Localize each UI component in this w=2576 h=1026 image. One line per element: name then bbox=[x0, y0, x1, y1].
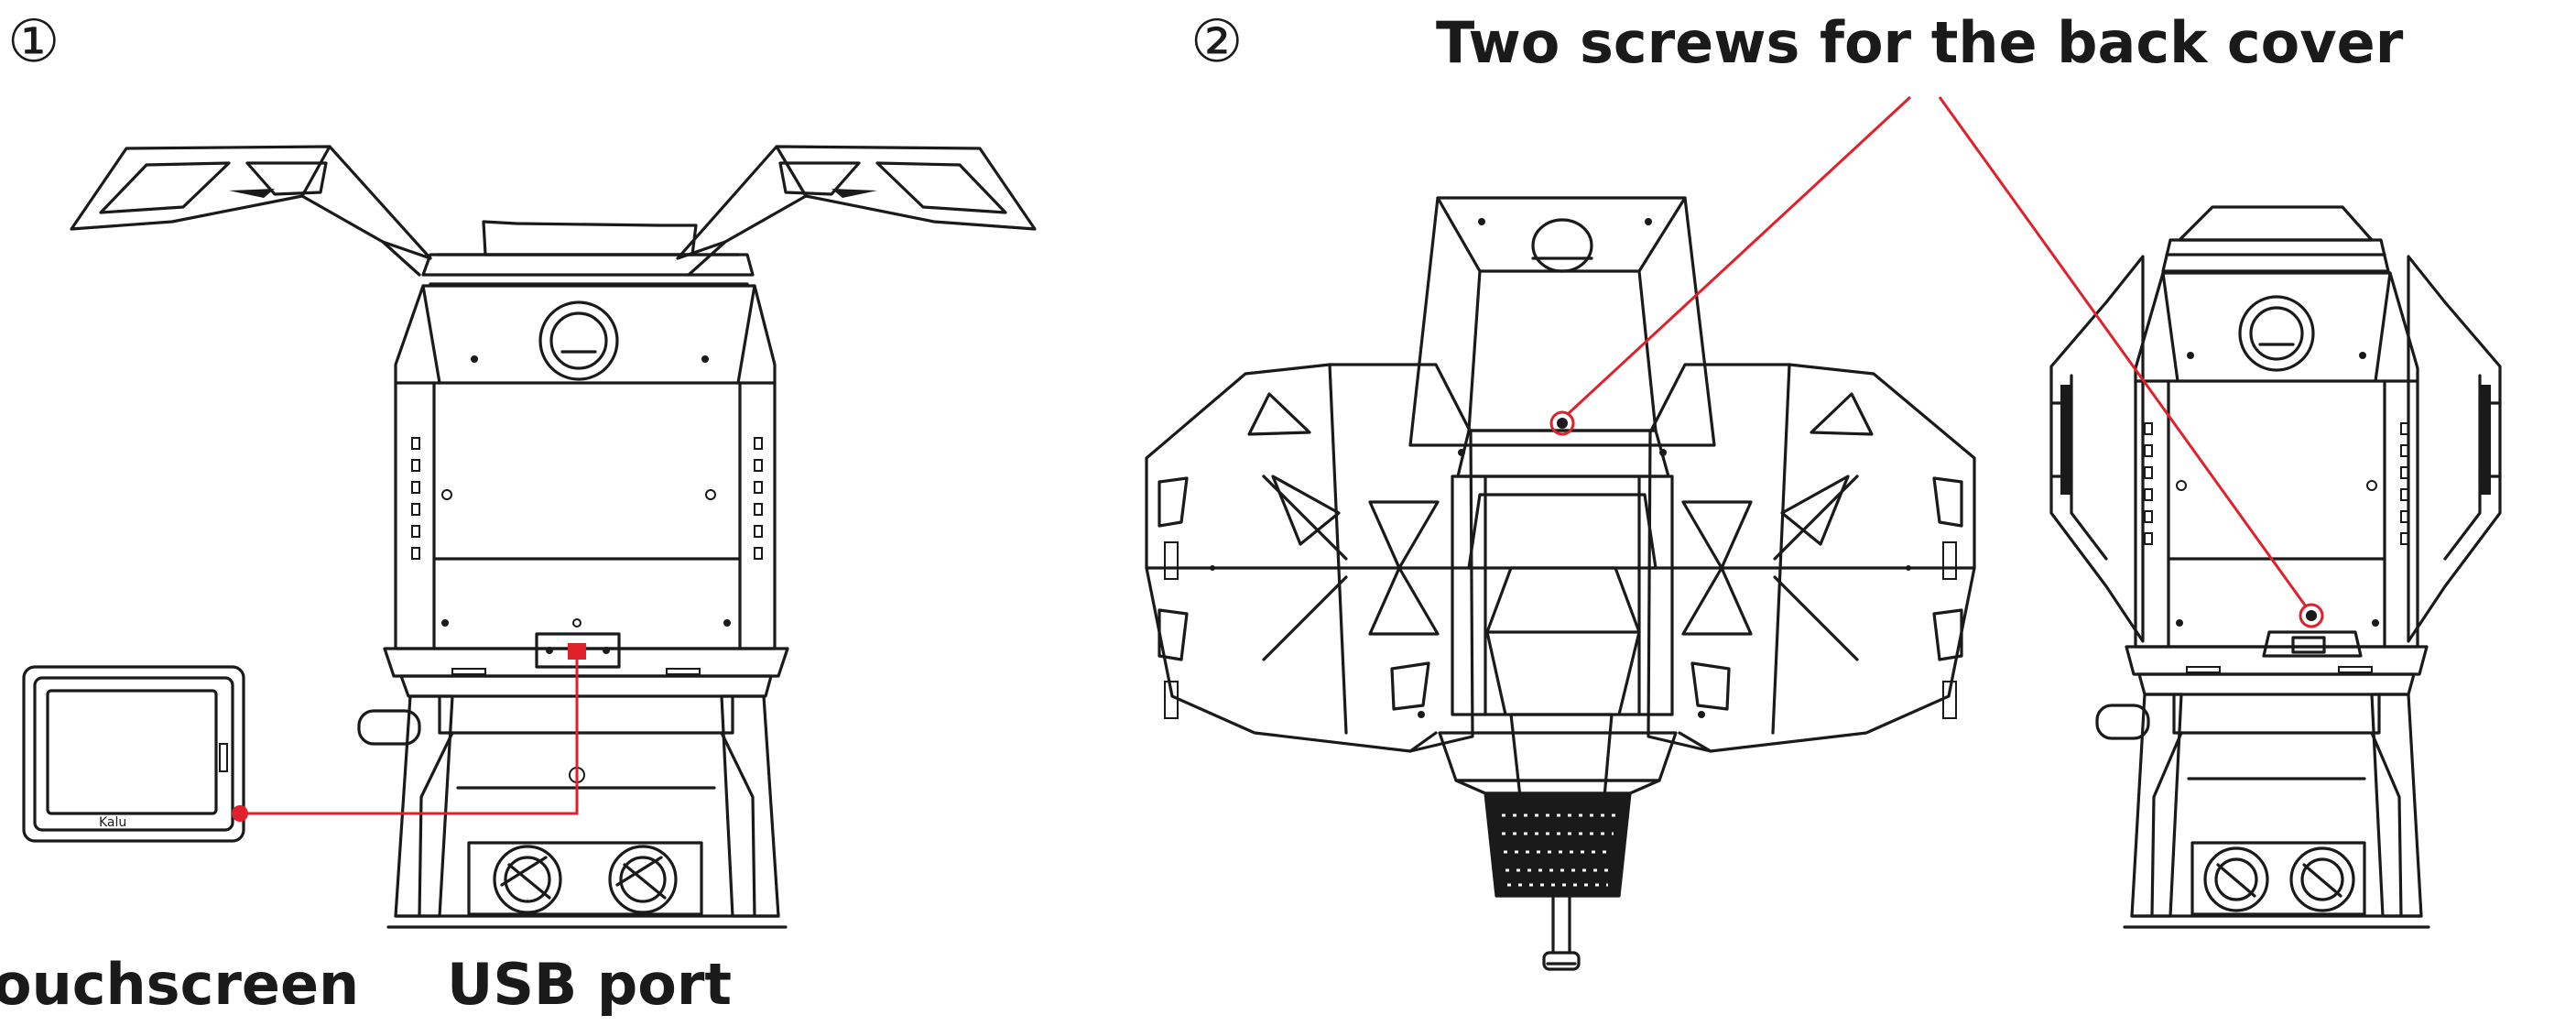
left-vent-slots bbox=[411, 437, 420, 560]
back-vent-slots bbox=[2144, 422, 2409, 545]
back-lid bbox=[2161, 205, 2390, 273]
touchscreen-device: Kalu bbox=[22, 665, 245, 843]
back-main-body bbox=[2134, 271, 2419, 649]
left-wing-cluster bbox=[1145, 363, 1474, 753]
touchscreen-caption: Touchscreen bbox=[0, 951, 360, 1018]
center-body bbox=[1418, 429, 1705, 718]
base-ledge bbox=[383, 647, 789, 678]
device-top-view bbox=[1145, 196, 1976, 971]
svg-text:Kalu: Kalu bbox=[99, 815, 126, 830]
screws-caption: Two screws for the back cover bbox=[1436, 9, 2404, 76]
device-front-view-wings-open bbox=[70, 145, 1037, 929]
step-1-marker: ① bbox=[7, 8, 60, 76]
main-body bbox=[394, 284, 777, 650]
back-base-stand bbox=[2095, 645, 2430, 929]
step-2-marker: ② bbox=[1190, 8, 1244, 76]
right-wing-cluster bbox=[1647, 363, 1976, 753]
back-port-plate bbox=[2262, 630, 2363, 658]
cooling-fans bbox=[467, 841, 703, 916]
back-cover-screw-rear bbox=[2299, 603, 2324, 628]
yoke-stand bbox=[357, 674, 788, 929]
left-wing-panel bbox=[70, 145, 432, 277]
back-side-wings bbox=[2049, 255, 2502, 643]
device-back-view bbox=[2049, 205, 2502, 929]
lower-base bbox=[1408, 713, 1712, 971]
usb-connection-callout bbox=[232, 643, 586, 822]
back-cover-screw-top bbox=[1549, 410, 1575, 436]
top-lid bbox=[421, 220, 755, 286]
right-wing-panel bbox=[676, 145, 1037, 277]
screws-callout-lines bbox=[1566, 95, 2308, 607]
usb-port-caption: USB port bbox=[447, 951, 733, 1018]
right-vent-slots bbox=[754, 437, 763, 560]
